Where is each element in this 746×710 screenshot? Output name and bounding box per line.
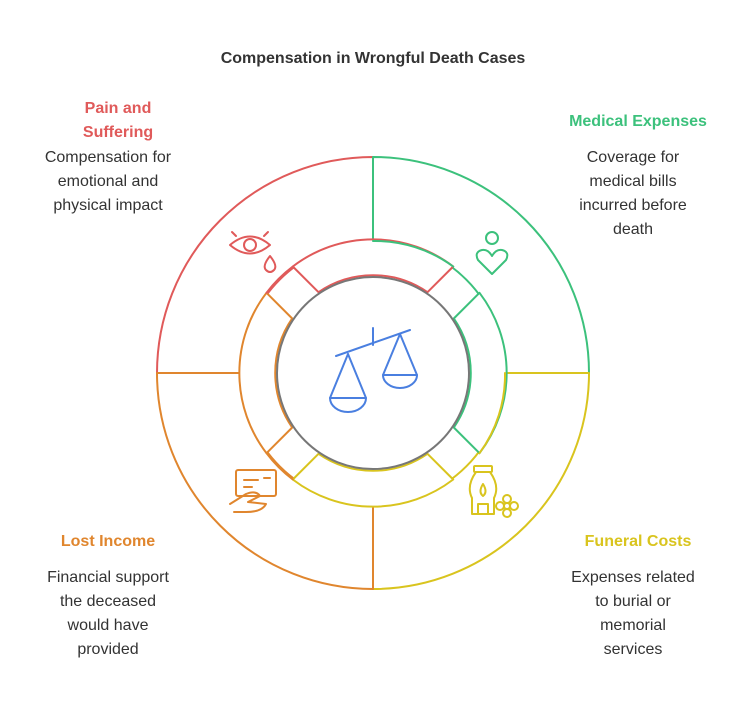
funeral-desc-line: to burial or: [595, 593, 671, 610]
medical-expenses-title: Medical Expenses: [569, 113, 707, 130]
funeral-desc-line: Expenses related: [571, 569, 695, 586]
pain-suffering-desc: Compensation for emotional and physical …: [18, 146, 198, 218]
pain-suffering-title: Pain and Suffering: [28, 97, 208, 145]
pain-desc-line: Compensation for: [44, 149, 172, 166]
medical-expenses-desc: Coverage for medical bills incurred befo…: [548, 146, 718, 242]
crying-eye-icon: [229, 231, 277, 273]
inner-arc-funeral-right: [478, 372, 507, 455]
funeral-costs-desc: Expenses related to burial or memorial s…: [548, 566, 718, 662]
medical-desc-line: Coverage for: [586, 149, 680, 166]
inner-arc-medical-top: [372, 239, 455, 268]
pain-title-line2: Suffering: [82, 124, 154, 141]
pain-title-line1: Pain and: [84, 100, 152, 117]
funeral-costs-title: Funeral Costs: [584, 533, 692, 550]
inner-arc-pain-left: [265, 265, 294, 294]
medical-desc-line: medical bills: [589, 173, 677, 190]
heart-person-icon: [475, 231, 509, 275]
lost-desc-line: provided: [77, 641, 139, 658]
medical-desc-line: death: [612, 221, 654, 238]
pain-desc-line: emotional and: [57, 173, 159, 190]
paycheck-hand-icon: [229, 469, 277, 513]
medical-desc-line: incurred before: [579, 197, 687, 214]
lost-income-title: Lost Income: [60, 533, 156, 550]
pain-desc-line: physical impact: [53, 197, 163, 214]
inner-arc-lost-bottom: [265, 452, 294, 481]
diagram-title: Compensation in Wrongful Death Cases: [220, 50, 526, 67]
center-circle: [276, 276, 470, 470]
scales-of-justice-icon: [329, 327, 418, 413]
urn-flower-icon: [468, 465, 519, 518]
lost-desc-line: would have: [67, 617, 149, 634]
funeral-desc-line: memorial: [600, 617, 666, 634]
funeral-desc-line: services: [603, 641, 663, 658]
lost-desc-line: Financial support: [47, 569, 169, 586]
lost-desc-line: the deceased: [59, 593, 157, 610]
lost-income-desc: Financial support the deceased would hav…: [18, 566, 198, 662]
